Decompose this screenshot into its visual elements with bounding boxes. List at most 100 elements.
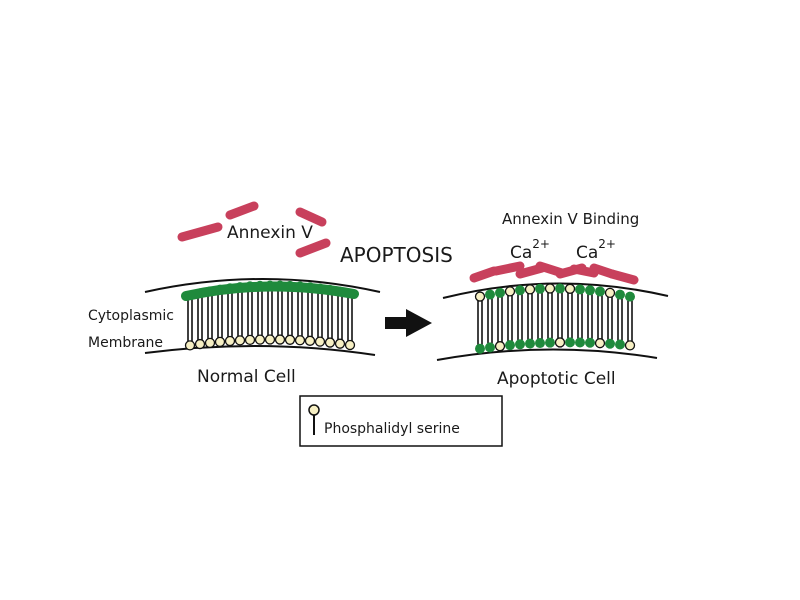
phosphatidylserine-headgroup — [554, 337, 566, 348]
annexin-v-molecule — [177, 222, 223, 242]
phosphatidylserine-headgroup — [224, 335, 236, 347]
normal-inner-boundary — [144, 345, 376, 356]
lipid-headgroup-icon — [308, 404, 320, 435]
phosphatidylserine-headgroup — [234, 335, 246, 346]
apoptotic-inner-boundary — [436, 348, 658, 361]
apoptotic-outer-boundary — [442, 282, 669, 299]
annexin-v-molecule — [569, 264, 599, 278]
inner-headgroup — [485, 342, 495, 353]
normal-lipid-tails — [187, 289, 353, 342]
annexin-v-molecule — [295, 207, 327, 227]
apoptotic-outer-headgroups — [474, 283, 635, 302]
apoptotic-lipid-tails — [477, 292, 633, 345]
legend: Phosphalidyl serine — [299, 395, 503, 447]
phosphatidylserine-headgroup — [474, 291, 486, 302]
outer-headgroup — [345, 288, 355, 298]
inner-headgroup — [585, 337, 595, 348]
outer-headgroup — [255, 280, 265, 290]
calcium-symbol-left: Ca — [510, 243, 532, 263]
phosphatidylserine-headgroup — [204, 337, 216, 349]
outer-headgroup — [305, 282, 315, 292]
phosphatidylserine-headgroup — [334, 338, 346, 349]
phosphatidylserine-headgroup — [294, 335, 306, 346]
calcium-ion-label-right: Ca2+ — [576, 237, 616, 263]
inner-headgroup — [505, 340, 515, 351]
inner-headgroup — [575, 337, 585, 348]
calcium-symbol-right: Ca — [576, 243, 598, 263]
outer-headgroup — [535, 283, 545, 294]
apoptotic-inner-headgroups — [475, 337, 636, 354]
bound-annexin-v-molecules — [469, 261, 639, 285]
inner-headgroup — [475, 343, 485, 354]
annexin-v-molecule — [225, 201, 259, 220]
outer-headgroup — [285, 280, 295, 290]
phosphatidylserine-headgroup — [504, 286, 516, 297]
calcium-charge-right: 2+ — [598, 237, 616, 251]
phosphatidylserine-headgroup — [594, 338, 606, 349]
phosphatidylserine-headgroup — [194, 338, 206, 350]
annexin-v-label: Annexin V — [227, 223, 313, 243]
phosphatidylserine-headgroup — [494, 341, 506, 352]
phosphatidylserine-headgroup — [274, 334, 286, 345]
annexin-v-molecule — [491, 261, 525, 276]
outer-headgroup — [215, 284, 225, 294]
calcium-charge-left: 2+ — [532, 237, 550, 251]
phosphatidylserine-headgroup — [254, 334, 266, 345]
outer-headgroup — [555, 283, 565, 294]
legend-box — [299, 395, 503, 447]
normal-cell-label: Normal Cell — [197, 367, 296, 387]
phosphatidylserine-headgroup — [184, 340, 196, 351]
apoptosis-label: APOPTOSIS — [340, 243, 453, 267]
calcium-ion-label-left: Ca2+ — [510, 237, 550, 263]
phosphatidylserine-headgroup — [524, 284, 536, 295]
membrane-label: Membrane — [88, 335, 163, 351]
outer-headgroup — [325, 284, 335, 294]
phosphatidylserine-headgroup — [624, 340, 636, 351]
outer-headgroup — [585, 285, 595, 296]
phosphatidylserine-headgroup — [544, 283, 556, 294]
phosphatidylserine-headgroup — [264, 334, 276, 345]
annexin-v-binding-label: Annexin V Binding — [502, 210, 639, 228]
normal-outer-headgroups — [185, 280, 355, 300]
outer-headgroup — [315, 283, 325, 293]
outer-headgroup — [225, 283, 235, 293]
inner-headgroup — [535, 338, 545, 349]
phosphatidylserine-headgroup — [324, 337, 336, 348]
phosphatidylserine-headgroup — [214, 336, 226, 347]
outer-headgroup — [275, 280, 285, 290]
phosphatidylserine-headgroup — [244, 334, 256, 346]
inner-headgroup — [525, 338, 535, 349]
annexin-v-molecule — [607, 269, 639, 285]
annexin-v-molecule — [469, 266, 499, 283]
outer-headgroup — [615, 289, 625, 300]
normal-inner-phosphatidylserine — [184, 334, 356, 351]
phosphatidylserine-headgroup — [604, 287, 616, 299]
phosphatidylserine-headgroup — [314, 336, 326, 347]
phosphatidylserine-headgroup — [284, 334, 296, 345]
outer-headgroup — [195, 288, 205, 298]
apoptotic-cell-membrane — [436, 282, 669, 361]
phosphatidylserine-headgroup — [564, 283, 576, 294]
inner-headgroup — [545, 337, 555, 348]
outer-headgroup — [595, 286, 605, 297]
outer-headgroup — [495, 287, 505, 298]
outer-headgroup — [485, 289, 495, 300]
outer-headgroup — [575, 284, 585, 295]
free-annexin-v-molecules — [177, 201, 331, 258]
cytoplasmic-label: Cytoplasmic — [88, 308, 174, 324]
inner-headgroup — [565, 337, 575, 348]
outer-headgroup — [515, 285, 525, 296]
outer-headgroup — [265, 280, 275, 290]
outer-headgroup — [205, 286, 215, 296]
annexin-v-molecule — [295, 238, 331, 258]
phosphatidylserine-headgroup — [344, 339, 356, 351]
inner-headgroup — [605, 338, 615, 349]
right-arrow-icon — [385, 309, 432, 337]
phosphatidylserine-headgroup — [304, 335, 316, 346]
apoptotic-cell-label: Apoptotic Cell — [497, 369, 616, 389]
legend-label: Phosphalidyl serine — [324, 421, 460, 437]
inner-headgroup — [515, 339, 525, 350]
outer-headgroup — [335, 286, 345, 296]
normal-outer-boundary — [144, 278, 381, 293]
